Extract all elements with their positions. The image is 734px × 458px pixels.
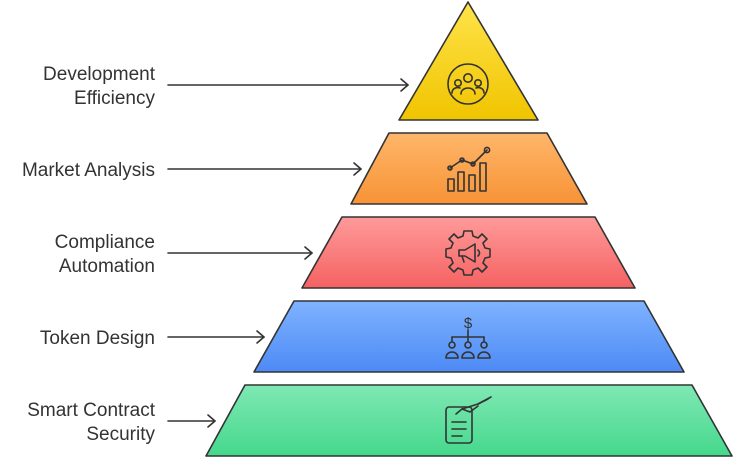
- arrow-connector: [167, 414, 216, 428]
- level-label-line-2: Automation: [59, 256, 155, 277]
- arrow-connector: [167, 78, 409, 92]
- pyramid-layer-shape: [350, 132, 588, 205]
- arrow-connector: [167, 246, 313, 260]
- level-label-line-1: Smart Contract: [27, 400, 155, 421]
- dollar-sign-icon: $: [464, 315, 473, 332]
- pyramid-layer-shape: [205, 384, 733, 457]
- level-label-line-1: Market Analysis: [22, 160, 155, 181]
- pyramid-level-smart-contract-security: Smart Contract Security: [27, 384, 733, 457]
- pyramid-layer-shape: [301, 216, 636, 289]
- level-label-line-1: Token Design: [40, 328, 155, 349]
- token-distribution-icon: $: [445, 315, 491, 359]
- level-label-line-1: Development: [43, 64, 156, 85]
- arrow-connector: [167, 330, 265, 344]
- pyramid-layer-shape: [398, 1, 539, 121]
- pyramid-level-compliance-automation: Compliance Automation: [55, 216, 636, 289]
- pyramid-level-market-analysis: Market Analysis: [22, 132, 588, 205]
- arrow-connector: [167, 162, 362, 176]
- level-label-line-1: Compliance: [55, 232, 155, 253]
- team-circle-icon: [447, 63, 489, 105]
- pyramid-level-token-design: $ Token Design: [40, 300, 685, 373]
- contract-signing-icon: [445, 396, 492, 444]
- pyramid-level-development-efficiency: Development Efficiency: [43, 1, 539, 121]
- level-label-line-2: Efficiency: [74, 88, 155, 109]
- level-label-line-2: Security: [86, 424, 155, 445]
- growth-chart-icon: [447, 146, 491, 192]
- megaphone-gear-icon: [445, 230, 491, 276]
